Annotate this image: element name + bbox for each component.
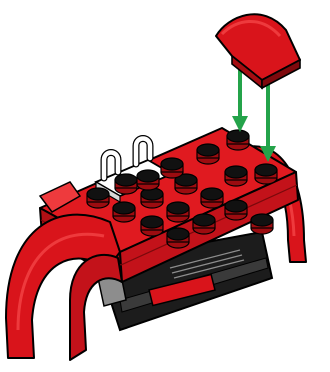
stud	[161, 158, 183, 178]
stud	[201, 188, 223, 208]
stud	[87, 188, 109, 208]
stud	[251, 214, 273, 234]
stud	[193, 214, 215, 234]
stud	[115, 174, 137, 194]
stud	[255, 164, 277, 184]
stud	[113, 202, 135, 222]
stud	[225, 200, 247, 220]
curved-slope-red	[216, 14, 300, 88]
stud	[167, 202, 189, 222]
stud	[225, 166, 247, 186]
stud	[141, 216, 163, 236]
stud	[137, 170, 159, 190]
stud	[167, 228, 189, 248]
stud	[227, 130, 249, 150]
arrow	[260, 78, 276, 162]
stud	[197, 144, 219, 164]
stud	[141, 188, 163, 208]
